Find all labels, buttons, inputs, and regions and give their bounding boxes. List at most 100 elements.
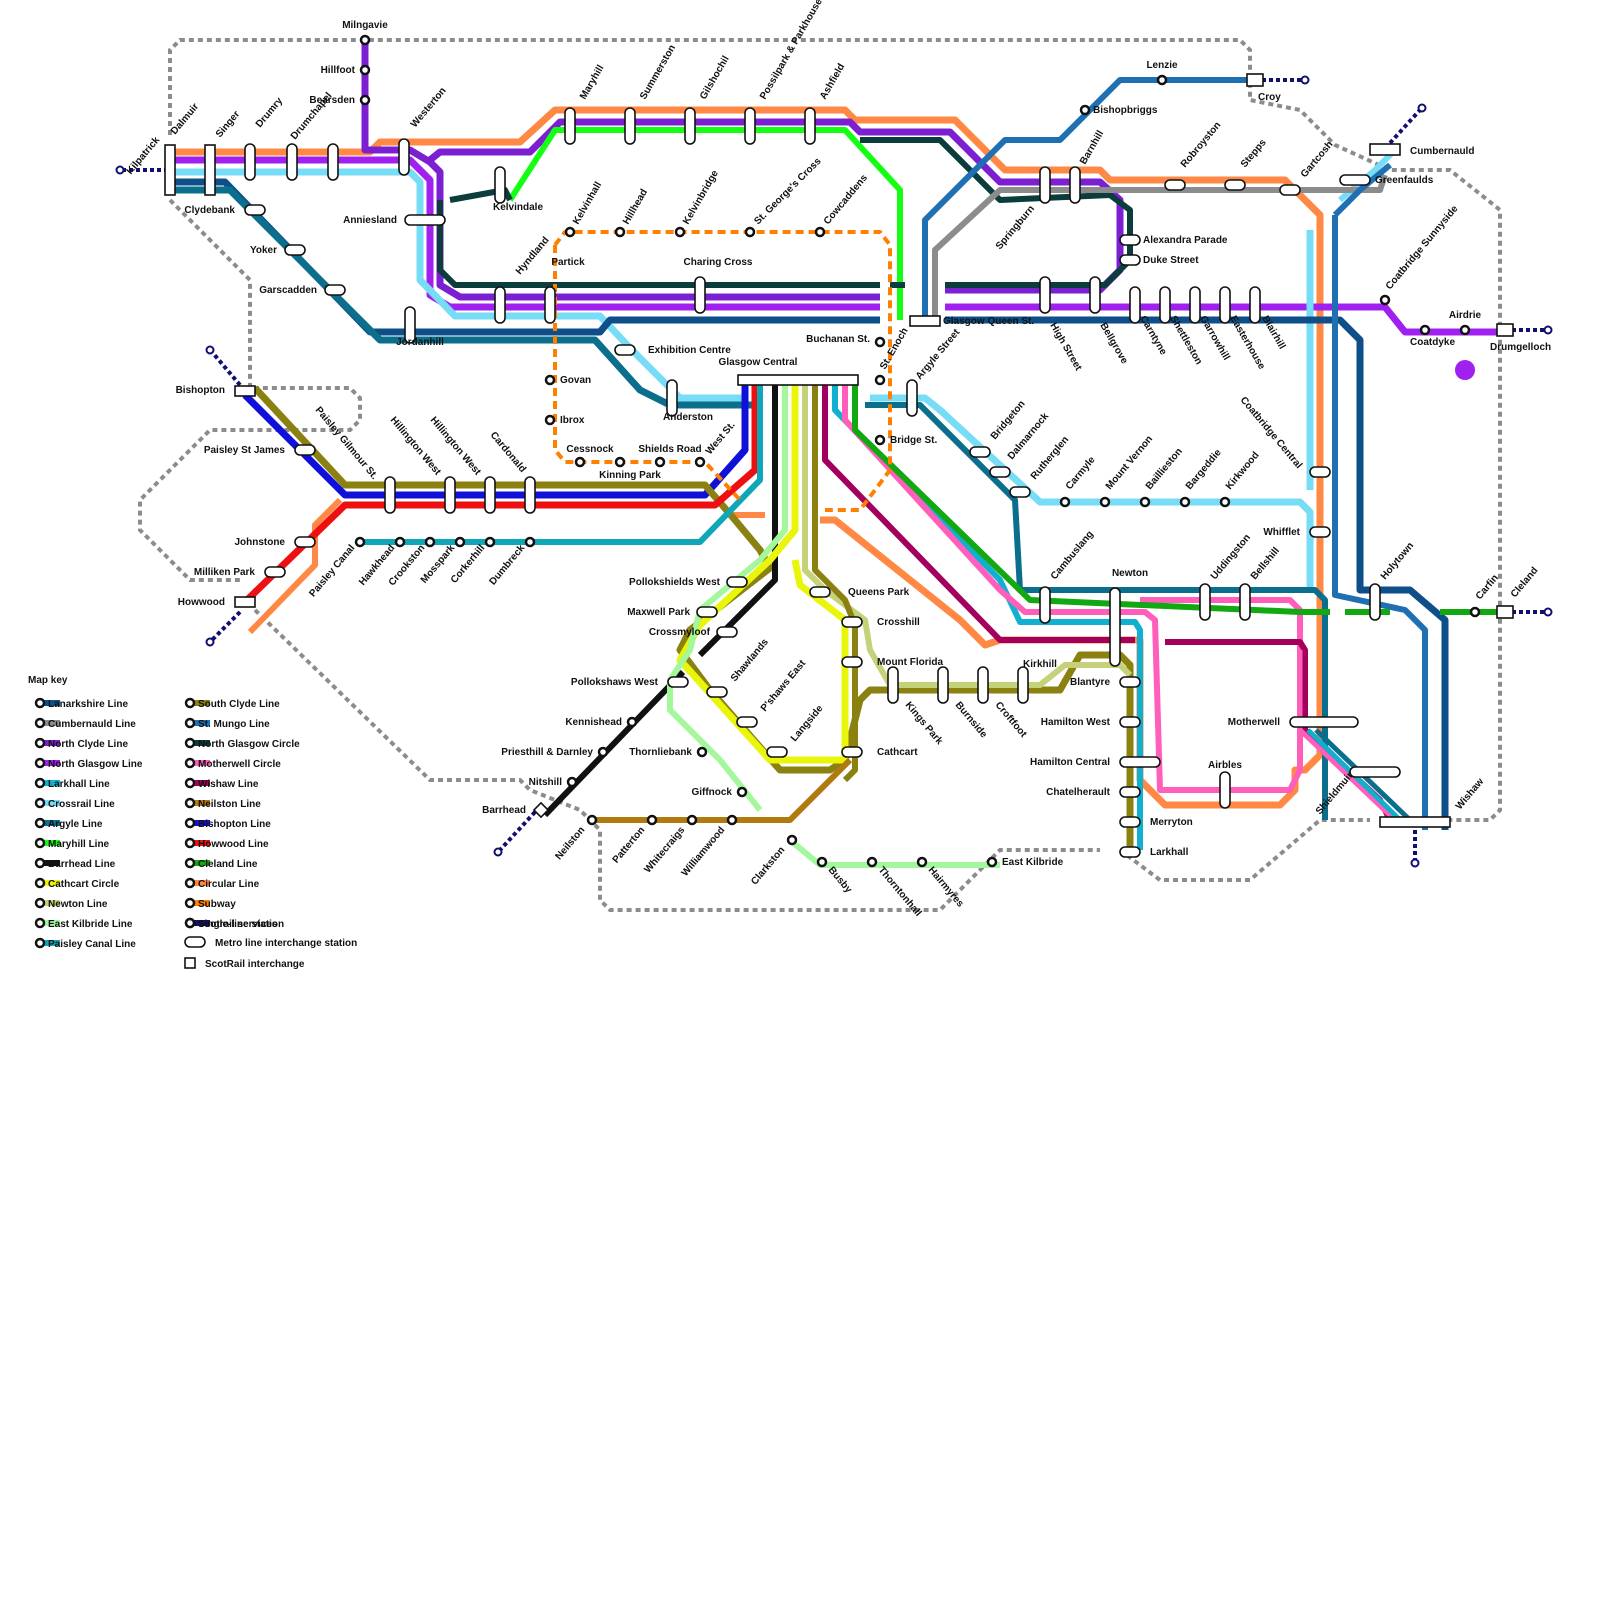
station-larkhall[interactable] [1119, 846, 1141, 858]
station-kings-park[interactable] [887, 666, 899, 704]
station-hyndland[interactable] [494, 286, 506, 324]
station-dalmarnock[interactable] [989, 466, 1011, 478]
station-hamilton-central[interactable] [1119, 756, 1161, 768]
station-hillfoot[interactable] [359, 64, 371, 76]
station-clarkston[interactable] [786, 834, 798, 846]
station-maryhill[interactable] [564, 107, 576, 145]
station-patterton[interactable] [646, 814, 658, 826]
station-west-st[interactable] [694, 456, 706, 468]
station-maxwell-park[interactable] [696, 606, 718, 618]
station-croftfoot[interactable] [977, 666, 989, 704]
station-duke-street[interactable] [1119, 254, 1141, 266]
station-giffnock[interactable] [736, 786, 748, 798]
station-mosspark[interactable] [454, 536, 466, 548]
station-hillington-west[interactable] [444, 476, 456, 514]
station-carntyne[interactable] [1129, 286, 1141, 324]
station-milliken-park[interactable] [264, 566, 286, 578]
station-greenfaulds[interactable] [1339, 174, 1371, 186]
station-westerton[interactable] [398, 138, 410, 176]
station-kelvinhall[interactable] [564, 226, 576, 238]
stations[interactable] [164, 34, 1514, 868]
station-st-george-s-cross[interactable] [744, 226, 756, 238]
station-summerston[interactable] [624, 107, 636, 145]
station-langside[interactable] [766, 746, 788, 758]
station-drumry[interactable] [244, 143, 256, 181]
station-crossmyloof[interactable] [716, 626, 738, 638]
station-thornliebank[interactable] [696, 746, 708, 758]
station-bishopbriggs[interactable] [1079, 104, 1091, 116]
station-pollokshields-west[interactable] [726, 576, 748, 588]
station-gilshochil[interactable] [684, 107, 696, 145]
station-howwood[interactable] [234, 596, 256, 608]
station-p-shaws-east[interactable] [736, 716, 758, 728]
station-newton[interactable] [1109, 587, 1121, 667]
station-kirkhill[interactable] [1017, 666, 1029, 704]
station-garscadden[interactable] [324, 284, 346, 296]
station-dumbreck[interactable] [524, 536, 536, 548]
station-cumbernauld[interactable] [1369, 143, 1401, 156]
station-jordanhill[interactable] [404, 306, 416, 344]
station-carfin[interactable] [1469, 606, 1481, 618]
station-pollokshaws-west[interactable] [667, 676, 689, 688]
station-hairmyres[interactable] [916, 856, 928, 868]
station-queens-park[interactable] [809, 586, 831, 598]
station-shieldmuir[interactable] [1349, 766, 1401, 778]
station-busby[interactable] [816, 856, 828, 868]
station-glasgow-queen-st[interactable] [909, 315, 941, 327]
station-kelvinbridge[interactable] [674, 226, 686, 238]
station-ibrox[interactable] [544, 414, 556, 426]
station-hamilton-west[interactable] [1119, 716, 1141, 728]
station-springburn[interactable] [1039, 166, 1051, 204]
station-blairhill[interactable] [1249, 286, 1261, 324]
station-rutherglen[interactable] [1009, 486, 1031, 498]
station-glasgow-central[interactable] [737, 374, 859, 386]
station-corkerhill[interactable] [484, 536, 496, 548]
station-cleland[interactable] [1496, 605, 1514, 619]
station-carmyle[interactable] [1059, 496, 1071, 508]
station-airbles[interactable] [1219, 771, 1231, 809]
station-bishopton[interactable] [234, 385, 256, 397]
station-blantyre[interactable] [1119, 676, 1141, 688]
station-garrowhill[interactable] [1189, 286, 1201, 324]
station-possilpark-parkhouse[interactable] [744, 107, 756, 145]
station-nitshill[interactable] [566, 776, 578, 788]
station-merryton[interactable] [1119, 816, 1141, 828]
station-dalmuir-box[interactable] [164, 144, 176, 196]
station-bearsden[interactable] [359, 94, 371, 106]
station-mount-vernon[interactable] [1099, 496, 1111, 508]
station-kirkwood[interactable] [1219, 496, 1231, 508]
station-hawkhead[interactable] [394, 536, 406, 548]
station-neilston[interactable] [586, 814, 598, 826]
station-cathcart[interactable] [841, 746, 863, 758]
station-coatbridge-central[interactable] [1309, 466, 1331, 478]
station-kinning-park[interactable] [614, 456, 626, 468]
station-bridge-st[interactable] [874, 434, 886, 446]
station-alexandra-parade[interactable] [1119, 234, 1141, 246]
station-cambuslang[interactable] [1039, 586, 1051, 624]
station-ashfield[interactable] [804, 107, 816, 145]
station-barrhead[interactable] [532, 801, 550, 819]
station-paisley-st-james[interactable] [294, 444, 316, 456]
station-holytown[interactable] [1369, 583, 1381, 621]
station-exhibition-centre[interactable] [614, 344, 636, 356]
station-paisley-canal[interactable] [354, 536, 366, 548]
station-whitecraigs[interactable] [686, 814, 698, 826]
station-easterhouse[interactable] [1219, 286, 1231, 324]
station-burnside[interactable] [937, 666, 949, 704]
station-bargeddie[interactable] [1179, 496, 1191, 508]
station-thorntonhall[interactable] [866, 856, 878, 868]
station-coatdyke[interactable] [1419, 324, 1431, 336]
station-cowcaddens[interactable] [814, 226, 826, 238]
station-yoker[interactable] [284, 244, 306, 256]
station-kelvindale[interactable] [494, 166, 506, 204]
station-crosshill[interactable] [841, 616, 863, 628]
station-croy[interactable] [1246, 73, 1264, 87]
station-hillhead[interactable] [614, 226, 626, 238]
station-cessnock[interactable] [574, 456, 586, 468]
station-robroyston[interactable] [1164, 179, 1186, 191]
station-govan[interactable] [544, 374, 556, 386]
station-johnstone[interactable] [294, 536, 316, 548]
station-chatelherault[interactable] [1119, 786, 1141, 798]
station-stepps[interactable] [1224, 179, 1246, 191]
station-lenzie[interactable] [1156, 74, 1168, 86]
